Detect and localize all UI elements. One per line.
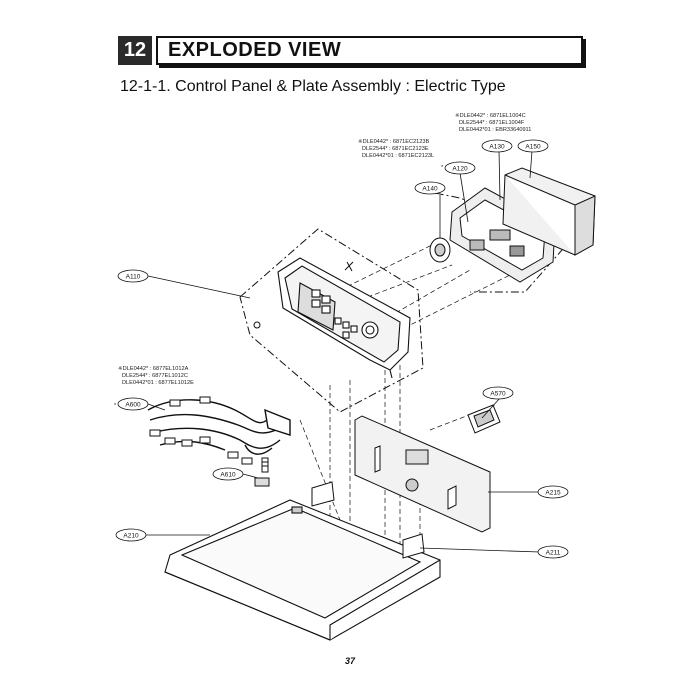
part-label-a150: A150 [525,143,541,150]
rear-assembly-outline [419,189,563,293]
control-panel-outline [239,228,424,413]
section-header: 12 EXPLODED VIEW [118,36,583,65]
callout-bubble [537,545,569,559]
note-line: DLE2544* : 6877EL1012C [122,373,188,379]
part-label-a570: A570 [490,390,506,397]
title-box: EXPLODED VIEW [156,36,583,65]
note-line: ※DLE0442* : 6871EL1004C [455,112,526,119]
part-label-a130: A130 [489,143,505,150]
a600-note: ※DLE0442* : 6877EL1012A DLE2544* : 6877E… [118,365,194,386]
callout-bubble [444,161,476,175]
section-number: 12 [118,36,152,65]
note-line: DLE2544* : 6871EC2123E [362,146,429,152]
hinge-bracket [311,481,425,559]
note-line: DLE0442*01 : 6877EL1012E [122,380,194,386]
knob [429,237,451,263]
part-label-a210: A210 [123,532,139,539]
note-line: ※DLE0442* : 6877EL1012A [118,365,189,372]
callout-bubble [212,467,244,481]
screw-a610 [254,457,270,487]
control-panel-housing [277,257,411,379]
part-label-a120: A120 [452,165,468,172]
bracket-a570 [467,404,501,434]
back-plate [354,415,491,533]
note-line: DLE2544* : 6871EL1004F [459,120,525,126]
a120-note: ※DLE0442* : 6871EC2123B DLE2544* : 6871E… [358,138,434,159]
note-line: DLE0442*01 : 6871EC2123L [362,153,434,159]
harness-connectors [149,396,253,465]
part-label-a211: A211 [546,549,561,556]
assembly-outlines [239,189,563,413]
callout-bubble [537,485,569,499]
section-title: EXPLODED VIEW [168,39,342,61]
callout-bubble [481,139,513,153]
clip [344,261,354,272]
callout-bubble [117,269,149,283]
wire-harness [147,399,291,455]
part-label-a140: A140 [422,185,438,192]
part-label-a610: A610 [220,471,236,478]
screw [253,321,261,329]
pcb-bracket [449,187,556,283]
note-line: DLE0442*01 : EBR33640911 [459,127,531,133]
a130-note: ※DLE0442* : 6871EL1004C DLE2544* : 6871E… [455,112,531,133]
page-number: 37 [344,656,355,666]
subtitle: 12-1-1. Control Panel & Plate Assembly :… [120,78,506,95]
note-line: ※DLE0442* : 6871EC2123B [358,138,430,145]
callout-leaders [145,149,541,553]
top-plate [164,499,441,641]
part-label-a215: A215 [545,489,561,496]
rear-cover [502,167,596,256]
part-label-a110: A110 [126,273,141,280]
callout-bubble [117,397,149,411]
asterisk-mark: * [441,165,444,171]
callout-bubble [482,386,514,400]
callout-bubble [414,181,446,195]
callout-bubble [517,139,549,153]
callout-bubble [115,528,147,542]
part-label-a600: A600 [125,401,141,408]
asterisk-mark: * [114,403,117,409]
